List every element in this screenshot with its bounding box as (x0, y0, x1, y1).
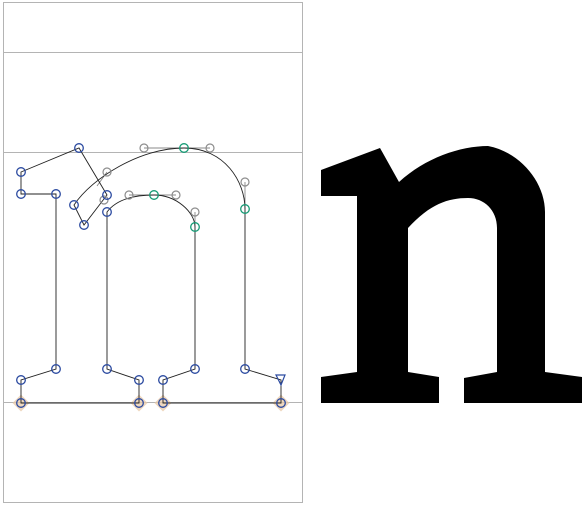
smooth-point[interactable] (240, 204, 250, 214)
off-curve-handle-point[interactable] (102, 167, 112, 177)
off-curve-handle-point[interactable] (240, 177, 250, 187)
off-curve-handle-point[interactable] (139, 143, 149, 153)
smooth-point[interactable] (179, 143, 189, 153)
on-curve-point[interactable] (16, 189, 26, 199)
on-curve-point[interactable] (16, 167, 26, 177)
on-curve-point[interactable] (276, 398, 286, 408)
bezier-handles (96, 147, 246, 227)
on-curve-point[interactable] (134, 375, 144, 385)
off-curve-handle-point[interactable] (205, 143, 215, 153)
on-curve-point[interactable] (69, 200, 79, 210)
on-curve-point[interactable] (134, 398, 144, 408)
contour-points (16, 143, 286, 408)
smooth-point[interactable] (190, 222, 200, 232)
on-curve-point[interactable] (16, 398, 26, 408)
on-curve-point[interactable] (51, 364, 61, 374)
glyph-n-preview (321, 146, 582, 403)
on-curve-point[interactable] (16, 375, 26, 385)
on-curve-point[interactable] (51, 189, 61, 199)
direction-triangle-icon (275, 374, 286, 387)
on-curve-point[interactable] (158, 375, 168, 385)
off-curve-handle-point[interactable] (171, 190, 181, 200)
metrics-frame (3, 2, 303, 503)
on-curve-point[interactable] (74, 143, 84, 153)
glyph-outline-contour (20, 147, 282, 404)
off-curve-handle-point[interactable] (124, 190, 134, 200)
on-curve-point[interactable] (102, 207, 112, 217)
smooth-point[interactable] (149, 190, 159, 200)
off-curve-handle-point[interactable] (190, 207, 200, 217)
handle-line (96, 171, 108, 187)
on-curve-point[interactable] (102, 364, 112, 374)
on-curve-point[interactable] (240, 364, 250, 374)
off-curve-handle-point[interactable] (99, 195, 109, 205)
on-curve-point[interactable] (79, 220, 89, 230)
on-curve-point[interactable] (102, 190, 112, 200)
on-curve-point[interactable] (158, 398, 168, 408)
on-curve-point[interactable] (190, 364, 200, 374)
